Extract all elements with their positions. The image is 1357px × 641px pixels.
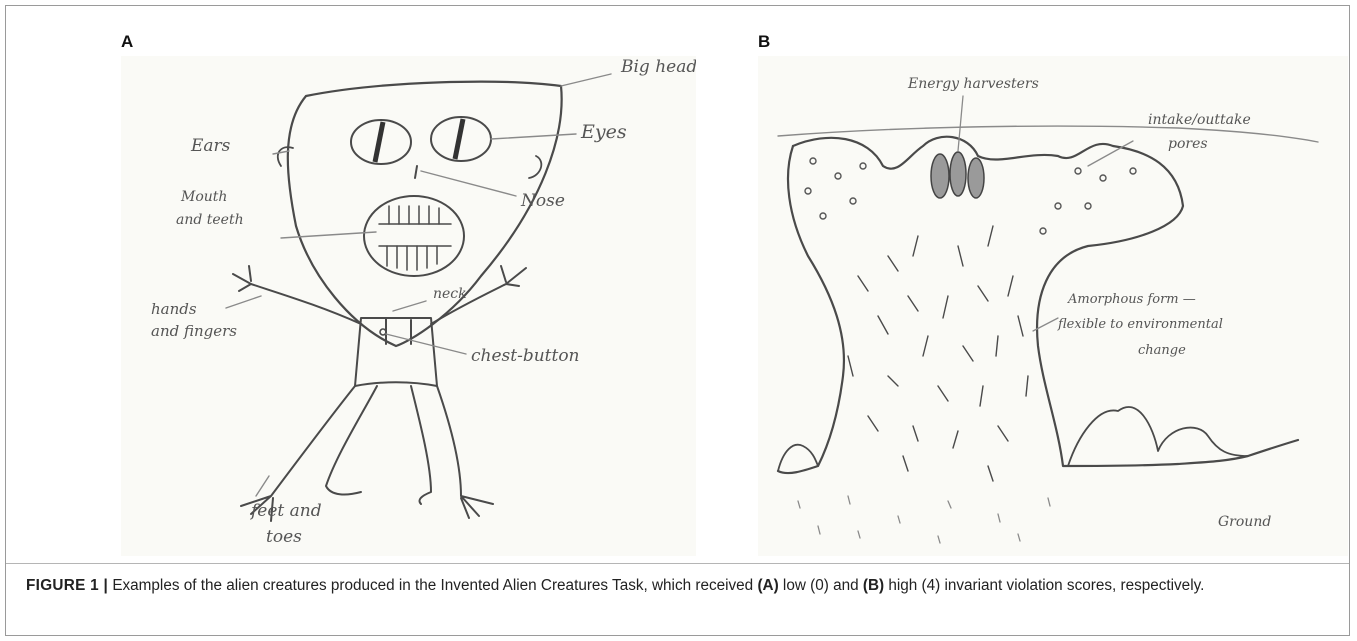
right-leg-inner xyxy=(411,386,431,504)
label-feet-1: feet and xyxy=(249,501,322,521)
panel-a-drawing: Big head Ears Eyes Nose Mouth and teeth … xyxy=(121,56,696,556)
label-big-head: Big head xyxy=(620,57,696,77)
caption-text-3: high (4) invariant violation scores, res… xyxy=(884,577,1204,594)
head-outline xyxy=(288,82,562,346)
teeth xyxy=(379,206,451,270)
nose xyxy=(415,166,417,178)
caption-a-ref: (A) xyxy=(757,577,778,594)
label-nose: Nose xyxy=(520,191,565,211)
label-ground: Ground xyxy=(1218,514,1271,530)
label-energy-harvesters: Energy harvesters xyxy=(907,76,1039,92)
ground-texture xyxy=(798,496,1050,543)
right-rocks xyxy=(1068,407,1248,466)
alien-b-sketch: Energy harvesters intake/outtake pores A… xyxy=(758,56,1348,556)
caption-text-2: low (0) and xyxy=(779,577,863,594)
alien-a-sketch: Big head Ears Eyes Nose Mouth and teeth … xyxy=(121,56,696,556)
panel-a-letter: A xyxy=(121,32,133,52)
horizon-line xyxy=(778,126,1318,142)
body-texture xyxy=(848,226,1028,481)
figure-label: FIGURE 1 | xyxy=(26,577,108,594)
caption-divider xyxy=(6,563,1349,564)
label-chest-button: chest-button xyxy=(471,346,580,366)
label-hands-2: and fingers xyxy=(151,322,237,340)
label-amorphous-2: flexible to environmental xyxy=(1057,317,1223,332)
caption-b-ref: (B) xyxy=(863,577,884,594)
panel-b-drawing: Energy harvesters intake/outtake pores A… xyxy=(758,56,1348,556)
label-eyes: Eyes xyxy=(580,121,627,143)
pointer-lines xyxy=(226,74,611,496)
label-amorphous-1: Amorphous form — xyxy=(1067,292,1196,307)
label-mouth-2: and teeth xyxy=(176,212,244,228)
label-feet-2: toes xyxy=(266,527,302,547)
label-intake-2: pores xyxy=(1168,136,1208,152)
left-pupil xyxy=(375,122,383,162)
figure-caption: FIGURE 1 | Examples of the alien creatur… xyxy=(26,573,1341,598)
left-ear xyxy=(278,147,293,166)
left-leg-inner xyxy=(326,386,377,494)
body-left-edge xyxy=(778,146,844,473)
label-neck: neck xyxy=(433,286,467,302)
label-amorphous-3: change xyxy=(1138,343,1186,358)
energy-harvesters xyxy=(931,152,984,198)
caption-text-1: Examples of the alien creatures produced… xyxy=(108,577,757,594)
label-ears: Ears xyxy=(190,136,231,156)
label-intake-1: intake/outtake xyxy=(1148,112,1251,128)
panel-b-letter: B xyxy=(758,32,770,52)
label-hands-1: hands xyxy=(151,300,197,318)
right-ear xyxy=(529,156,541,178)
right-leg xyxy=(437,386,493,518)
mouth xyxy=(364,196,464,276)
left-arm xyxy=(233,266,361,324)
figure-frame: A xyxy=(5,5,1350,636)
right-pupil xyxy=(455,119,463,159)
label-mouth-1: Mouth xyxy=(180,189,227,205)
